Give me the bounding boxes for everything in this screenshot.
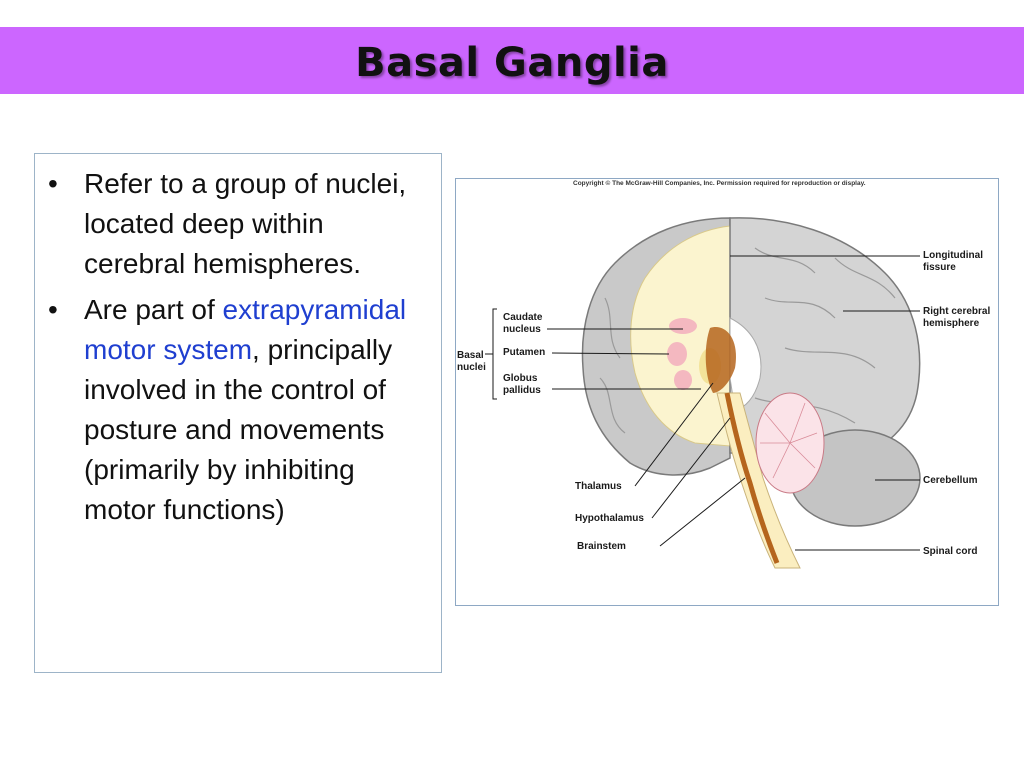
caudate-nucleus-shape <box>669 318 697 334</box>
label-basal-2: nuclei <box>457 362 486 373</box>
brainstem-core-shape <box>724 392 780 564</box>
bullet-text-pre: Are part of <box>84 294 223 325</box>
thalamus-shape <box>705 327 736 393</box>
label-hypothalamus: Hypothalamus <box>575 513 644 524</box>
bullet-text-post: , principally involved in the control of… <box>84 334 393 525</box>
label-putamen: Putamen <box>503 347 545 358</box>
label-longitudinal-fissure: Longitudinal <box>923 250 983 261</box>
brain-diagram: Copyright © The McGraw-Hill Companies, I… <box>457 179 990 569</box>
putamen-lower-shape <box>674 370 692 390</box>
bullet-item: • Are part of extrapyramidal motor syste… <box>48 290 428 530</box>
leader-lines <box>485 255 920 551</box>
copyright-text: Copyright © The McGraw-Hill Companies, I… <box>573 179 866 187</box>
label-caudate: Caudate <box>503 312 543 323</box>
label-thalamus: Thalamus <box>575 481 622 492</box>
bullet-item: • Refer to a group of nuclei, located de… <box>48 164 428 284</box>
label-globus: Globus <box>503 373 538 384</box>
label-cerebellum: Cerebellum <box>923 475 978 486</box>
text-box <box>34 153 442 673</box>
label-right-cerebral-2: hemisphere <box>923 318 980 329</box>
label-right-cerebral: Right cerebral <box>923 306 990 317</box>
label-caudate-2: nucleus <box>503 324 541 335</box>
arbor-vitae-lines <box>760 402 818 479</box>
title-bar <box>0 27 1024 94</box>
label-spinal-cord: Spinal cord <box>923 546 977 557</box>
label-brainstem: Brainstem <box>577 541 626 552</box>
label-globus-2: pallidus <box>503 385 541 396</box>
label-longitudinal-fissure-2: fissure <box>923 262 956 273</box>
putamen-shape <box>667 342 687 366</box>
highlight-term: extrapyramidal motor system <box>84 294 407 365</box>
bullet-list: • Refer to a group of nuclei, located de… <box>48 164 428 536</box>
bullet-dot-icon: • <box>48 294 58 325</box>
slide-title: Basal Ganglia <box>355 40 669 86</box>
bullet-text: Refer to a group of nuclei, located deep… <box>84 168 407 279</box>
label-basal: Basal <box>457 350 484 361</box>
white-matter-section <box>630 225 731 447</box>
bullet-dot-icon: • <box>48 168 58 199</box>
